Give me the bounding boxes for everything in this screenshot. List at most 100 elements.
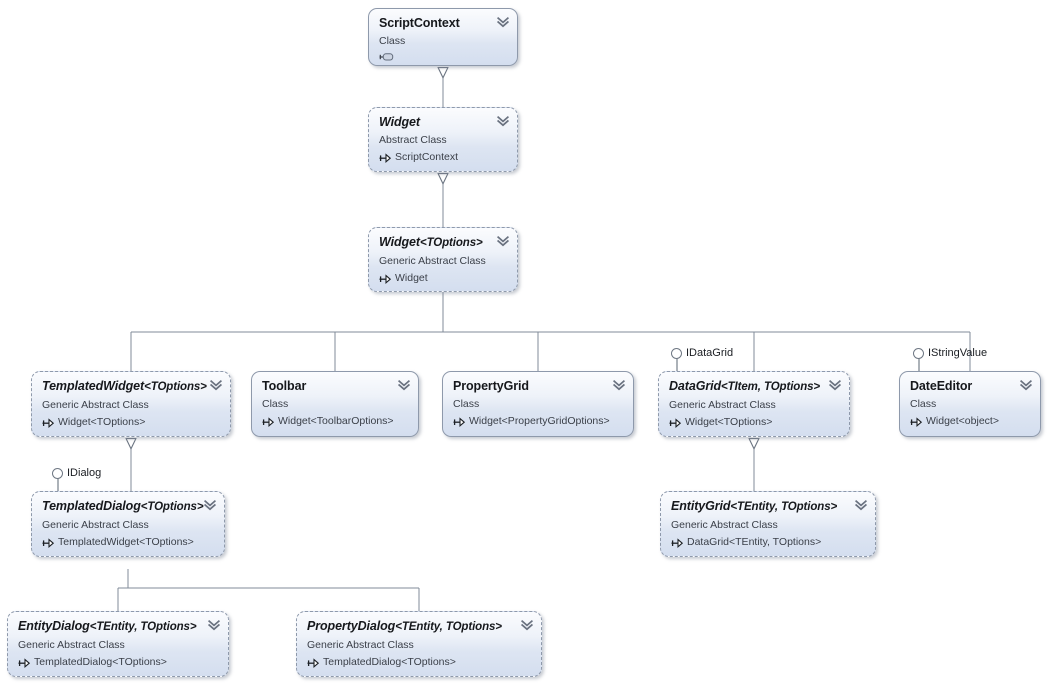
class-base-type-row: TemplatedDialog<TOptions> [18,655,219,669]
class-node-title: DateEditor [910,379,1031,394]
member-icon [379,51,394,62]
chevron-double-down-icon[interactable] [828,378,842,392]
class-name: DateEditor [910,379,973,393]
class-generic-params: <TOptions> [144,381,207,393]
interface-name-label: IDialog [67,467,102,479]
class-base-type-row: ScriptContext [379,150,508,164]
class-node-title: DataGrid<TItem, TOptions> [669,379,840,395]
class-name: EntityGrid [671,499,731,513]
class-node-entity-dialog[interactable]: EntityDialog<TEntity, TOptions> Generic A… [7,611,229,677]
class-kind-label: Generic Abstract Class [18,639,125,651]
class-node-title: TemplatedDialog<TOptions> [42,499,215,515]
base-type-arrow-icon [379,273,392,284]
class-kind-label: Class [910,398,937,410]
class-name: Toolbar [262,379,307,393]
class-base-type-row: Widget<ToolbarOptions> [262,414,409,428]
interface-lollipop-istringvalue[interactable]: IStringValue [913,347,987,359]
class-node-entity-grid[interactable]: EntityGrid<TEntity, TOptions> Generic Abs… [660,491,876,557]
class-node-datagrid[interactable]: DataGrid<TItem, TOptions> Generic Abstrac… [658,371,850,437]
chevron-double-down-icon[interactable] [496,15,510,29]
base-type-arrow-icon [307,657,320,668]
class-node-title: Widget [379,115,508,130]
class-generic-params: <TEntity, TOptions> [89,621,197,633]
interface-lollipop-icon [913,347,924,359]
base-type-arrow-icon [18,657,31,668]
class-base-type-label: Widget<TOptions> [58,416,146,428]
class-node-title: Widget<TOptions> [379,235,508,251]
class-name: PropertyGrid [453,379,529,393]
class-base-type-row: Widget<PropertyGridOptions> [453,414,624,428]
class-name: Widget [379,235,420,249]
class-base-type-label: Widget<PropertyGridOptions> [469,415,610,427]
chevron-double-down-icon[interactable] [209,378,223,392]
class-kind-label: Generic Abstract Class [42,399,149,411]
class-kind-label: Generic Abstract Class [379,255,486,267]
chevron-double-down-icon[interactable] [203,498,217,512]
base-type-arrow-icon [262,416,275,427]
class-kind-label: Generic Abstract Class [669,399,776,411]
class-generic-params: <TEntity, TOptions> [395,621,502,633]
class-base-type-label: TemplatedWidget<TOptions> [58,536,194,548]
class-base-type-label: TemplatedDialog<TOptions> [323,656,456,668]
class-name: PropertyDialog [307,619,396,633]
base-type-arrow-icon [453,416,466,427]
chevron-double-down-icon[interactable] [496,234,510,248]
class-generic-params: <TOptions> [419,237,483,249]
class-name: TemplatedWidget [42,379,145,393]
class-name: EntityDialog [18,619,90,633]
class-node-property-dialog[interactable]: PropertyDialog<TEntity, TOptions> Generic… [296,611,542,677]
class-base-type-label: Widget [395,272,428,284]
class-kind-label: Abstract Class [379,134,447,146]
class-base-type-label: TemplatedDialog<TOptions> [34,656,167,668]
class-kind-label: Class [379,35,406,47]
base-type-arrow-icon [671,537,684,548]
class-base-type-row: Widget<TOptions> [669,415,840,429]
class-node-title: TemplatedWidget<TOptions> [42,379,221,395]
class-base-type-row: DataGrid<TEntity, TOptions> [671,535,866,549]
chevron-double-down-icon[interactable] [520,618,534,632]
class-node-title: EntityGrid<TEntity, TOptions> [671,499,866,515]
class-generic-params: <TEntity, TOptions> [730,501,838,513]
class-base-type-row: Widget [379,271,508,285]
class-kind-label: Generic Abstract Class [42,519,149,531]
class-generic-params: <TOptions> [140,501,204,513]
class-base-type-row: TemplatedWidget<TOptions> [42,535,215,549]
class-node-title: Toolbar [262,379,409,394]
chevron-double-down-icon[interactable] [1019,378,1033,392]
base-type-arrow-icon [42,537,55,548]
class-node-title: ScriptContext [379,16,508,31]
class-node-templated-widget[interactable]: TemplatedWidget<TOptions> Generic Abstrac… [31,371,231,437]
class-name: ScriptContext [379,16,460,30]
class-member-row [379,51,508,62]
interface-lollipop-idatagrid[interactable]: IDataGrid [671,347,733,359]
chevron-double-down-icon[interactable] [496,114,510,128]
chevron-double-down-icon[interactable] [612,378,626,392]
class-node-title: PropertyGrid [453,379,624,394]
class-name: Widget [379,115,420,129]
class-kind-label: Class [453,398,480,410]
class-kind-label: Generic Abstract Class [307,639,414,651]
class-node-templated-dialog[interactable]: TemplatedDialog<TOptions> Generic Abstrac… [31,491,225,557]
class-base-type-row: Widget<object> [910,414,1031,428]
class-node-title: PropertyDialog<TEntity, TOptions> [307,619,532,635]
class-base-type-row: TemplatedDialog<TOptions> [307,655,532,669]
chevron-double-down-icon[interactable] [854,498,868,512]
class-base-type-label: Widget<TOptions> [685,416,773,428]
base-type-arrow-icon [42,417,55,428]
chevron-double-down-icon[interactable] [207,618,221,632]
chevron-double-down-icon[interactable] [397,378,411,392]
class-name: TemplatedDialog [42,499,141,513]
class-kind-label: Class [262,398,289,410]
class-kind-label: Generic Abstract Class [671,519,778,531]
interface-lollipop-idialog[interactable]: IDialog [52,467,101,479]
interface-lollipop-icon [52,467,63,479]
interface-lollipop-icon [671,347,682,359]
